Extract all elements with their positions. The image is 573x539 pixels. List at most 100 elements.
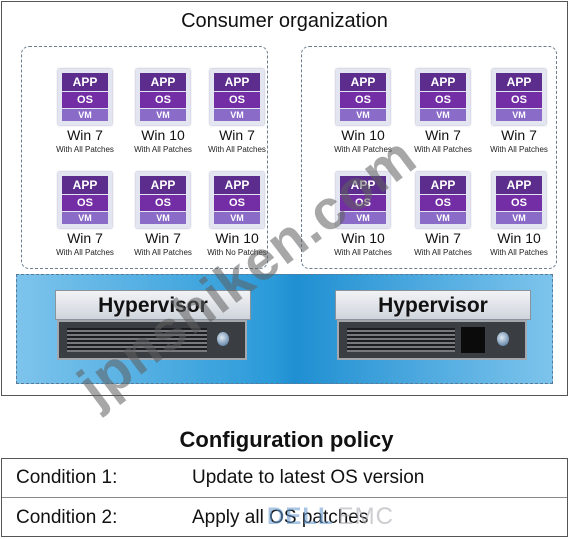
vm-layer: VM — [214, 212, 260, 224]
os-layer: OS — [214, 92, 260, 108]
vm-patch-status: With No Patches — [207, 248, 267, 257]
condition-text: Apply all OS patches — [192, 507, 369, 528]
vm-os-name: Win 10 — [497, 230, 541, 246]
policy-title: Configuration policy — [179, 427, 394, 452]
server-chassis — [57, 320, 247, 360]
vm-os-name: Win 10 — [341, 127, 385, 143]
vm-os-name: Win 7 — [425, 230, 461, 246]
organization-title: Consumer organization — [181, 10, 388, 32]
server-vent-icon — [347, 328, 455, 352]
power-button-icon — [217, 332, 229, 346]
vm-os-name: Win 7 — [219, 127, 255, 143]
hypervisor-2: Hypervisor — [335, 290, 531, 366]
os-layer: OS — [62, 195, 108, 211]
vm-patch-status: With All Patches — [490, 248, 548, 257]
vm-os-name: Win 10 — [141, 127, 185, 143]
vm-layer: VM — [496, 212, 542, 224]
app-layer: APP — [496, 73, 542, 91]
vm-os-name: Win 7 — [67, 127, 103, 143]
vm-patch-status: With All Patches — [56, 248, 114, 257]
hypervisor-label: Hypervisor — [55, 290, 251, 320]
os-layer: OS — [420, 92, 466, 108]
condition-label: Condition 1: — [16, 467, 118, 488]
vm-patch-status: With All Patches — [334, 145, 392, 154]
vm-layer: VM — [420, 212, 466, 224]
app-layer: APP — [62, 73, 108, 91]
app-layer: APP — [140, 176, 186, 194]
app-layer: APP — [420, 73, 466, 91]
vm-patch-status: With All Patches — [414, 145, 472, 154]
os-layer: OS — [62, 92, 108, 108]
table-divider — [2, 497, 567, 498]
vm-layer: VM — [214, 109, 260, 121]
os-layer: OS — [140, 195, 186, 211]
vm-os-name: Win 7 — [67, 230, 103, 246]
vm-patch-status: With All Patches — [208, 145, 266, 154]
vm-layer: VM — [140, 109, 186, 121]
vm-layer: VM — [340, 212, 386, 224]
condition-text: Update to latest OS version — [192, 467, 425, 488]
app-layer: APP — [340, 73, 386, 91]
vm-patch-status: With All Patches — [414, 248, 472, 257]
app-layer: APP — [420, 176, 466, 194]
app-layer: APP — [214, 176, 260, 194]
vm-patch-status: With All Patches — [490, 145, 548, 154]
vm-layer: VM — [140, 212, 186, 224]
drive-bay-icon — [461, 327, 485, 353]
vm-layer: VM — [62, 109, 108, 121]
vm-patch-status: With All Patches — [56, 145, 114, 154]
vm-patch-status: With All Patches — [134, 145, 192, 154]
os-layer: OS — [496, 92, 542, 108]
server-chassis — [337, 320, 527, 360]
vm-os-name: Win 10 — [341, 230, 385, 246]
app-layer: APP — [496, 176, 542, 194]
vm-os-name: Win 7 — [501, 127, 537, 143]
vm-layer: VM — [62, 212, 108, 224]
vm-layer: VM — [340, 109, 386, 121]
policy-table: Condition 1: Update to latest OS version… — [1, 458, 568, 537]
hypervisor-layer: Hypervisor Hypervisor — [16, 274, 553, 384]
vm-layer: VM — [496, 109, 542, 121]
hypervisor-1: Hypervisor — [55, 290, 251, 366]
os-layer: OS — [340, 195, 386, 211]
app-layer: APP — [340, 176, 386, 194]
os-layer: OS — [340, 92, 386, 108]
os-layer: OS — [496, 195, 542, 211]
vm-layer: VM — [420, 109, 466, 121]
os-layer: OS — [140, 92, 186, 108]
vm-os-name: Win 10 — [215, 230, 259, 246]
vm-patch-status: With All Patches — [334, 248, 392, 257]
vm-os-name: Win 7 — [145, 230, 181, 246]
vm-patch-status: With All Patches — [134, 248, 192, 257]
app-layer: APP — [140, 73, 186, 91]
os-layer: OS — [420, 195, 466, 211]
os-layer: OS — [214, 195, 260, 211]
server-vent-icon — [67, 328, 207, 352]
hypervisor-label: Hypervisor — [335, 290, 531, 320]
vm-os-name: Win 7 — [425, 127, 461, 143]
app-layer: APP — [62, 176, 108, 194]
